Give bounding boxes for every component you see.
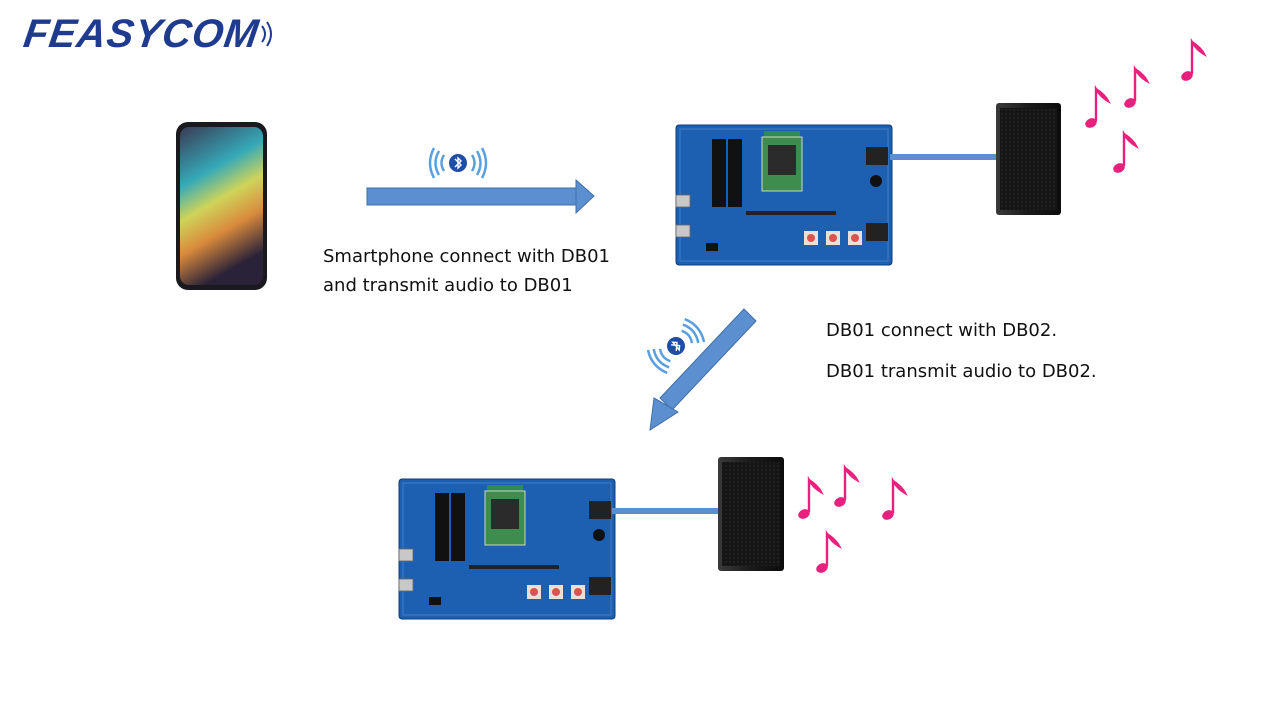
phone-link-caption: Smartphone connect with DB01 and transmi… (323, 242, 610, 300)
db01-to-db02-arrow (649, 308, 757, 431)
db02-board (398, 478, 616, 620)
board-link-caption-line1: DB01 connect with DB02. (826, 320, 1058, 341)
smartphone (176, 122, 267, 290)
db02-speaker-cable (612, 508, 720, 514)
music-note-icon (831, 466, 859, 510)
phone-link-caption-line2: and transmit audio to DB01 (323, 275, 573, 296)
music-note-icon (1082, 87, 1110, 131)
music-note-icon (813, 532, 841, 576)
music-note-icon (1110, 132, 1138, 176)
music-note-icon (1178, 40, 1206, 84)
music-note-icon (795, 478, 823, 522)
board-link-caption-line2: DB01 transmit audio to DB02. (826, 361, 1097, 382)
phone-link-caption-line1: Smartphone connect with DB01 (323, 246, 610, 267)
music-notes-2 (795, 466, 907, 576)
speaker-2 (718, 457, 784, 571)
logo-waves-icon (260, 21, 272, 47)
db01-board (675, 124, 893, 266)
speaker-1 (996, 103, 1061, 215)
db01-speaker-cable (890, 154, 998, 160)
music-notes-1 (1082, 40, 1206, 176)
music-note-icon (1121, 67, 1149, 111)
music-note-icon (879, 479, 907, 523)
feasycom-logo: FEASYCOM (21, 12, 281, 56)
phone-to-db01-arrow (366, 178, 595, 215)
bluetooth-icon (428, 146, 488, 180)
